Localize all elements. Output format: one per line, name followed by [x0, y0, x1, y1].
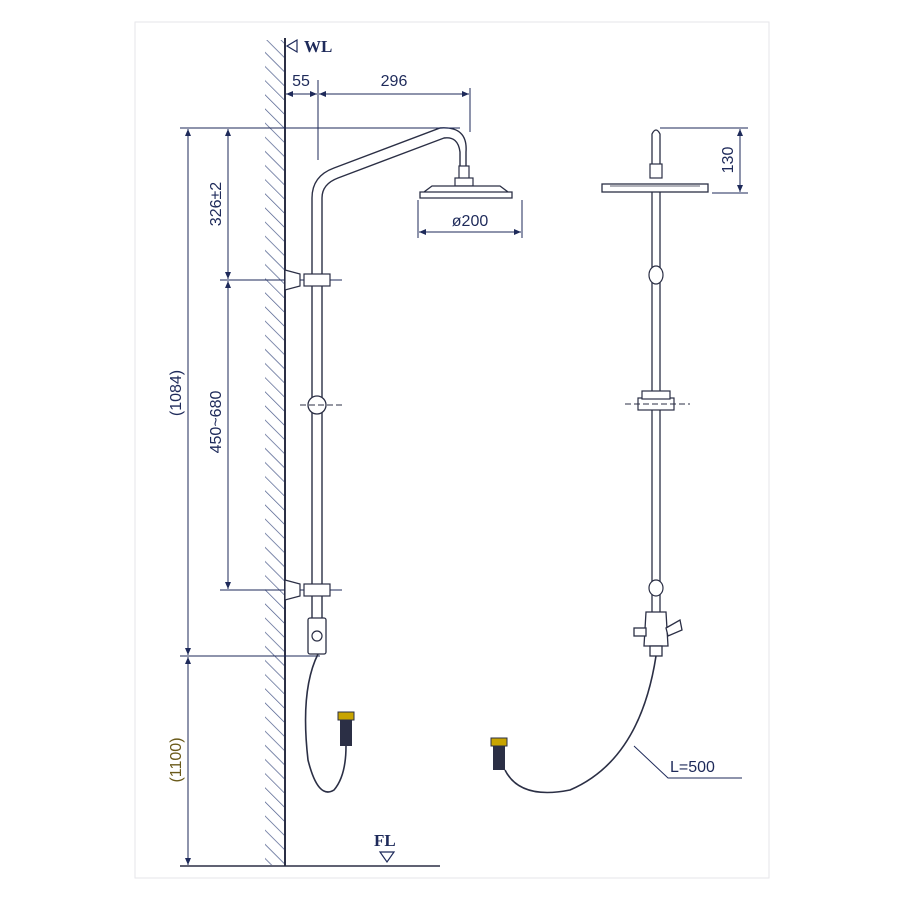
water-level-label: WL	[304, 37, 332, 56]
total-height-label: (1084)	[168, 370, 185, 416]
head-diameter-label: ø200	[452, 213, 489, 230]
front-pipe-top	[651, 129, 661, 168]
wall-hatching	[265, 40, 285, 865]
shower-head-front	[601, 183, 709, 193]
head-thickness-label: 130	[720, 147, 737, 174]
front-view: 130 L=500	[490, 127, 748, 794]
mixer-valve-front	[633, 611, 683, 657]
front-pipe-joint	[648, 265, 664, 285]
wall-bracket-lower	[284, 579, 331, 601]
arm-length-label: 296	[381, 73, 408, 90]
hand-shower-head-side	[337, 711, 355, 721]
hose-length-label: L=500	[670, 759, 715, 776]
slider-ball	[307, 395, 327, 415]
slider-bracket-front	[637, 390, 675, 411]
hose-length-leader	[633, 745, 742, 779]
shower-head-side	[419, 185, 513, 199]
drawing-frame	[134, 21, 770, 879]
front-lower-joint	[648, 579, 664, 597]
bracket-spacing-label: 450~680	[208, 391, 225, 454]
arm-height-label: 326±2	[208, 182, 225, 226]
floor-level-label: FL	[374, 831, 396, 850]
side-view: ø200 55 296 WL	[168, 37, 523, 867]
hand-shower-body-side	[340, 720, 352, 746]
head-connector-nut	[454, 177, 474, 187]
wall-bracket-upper	[284, 269, 331, 291]
wall-offset-label: 55	[292, 73, 310, 90]
hand-shower-body-front	[493, 746, 505, 770]
hand-shower-head-front	[490, 737, 508, 747]
water-level-marker	[285, 38, 298, 54]
hose-front	[504, 655, 657, 794]
hose-side	[304, 653, 347, 793]
riser-pipe	[311, 127, 467, 618]
mount-height-label: (1100)	[168, 737, 185, 782]
mixer-knob	[311, 630, 323, 642]
floor-level-marker	[378, 851, 396, 864]
